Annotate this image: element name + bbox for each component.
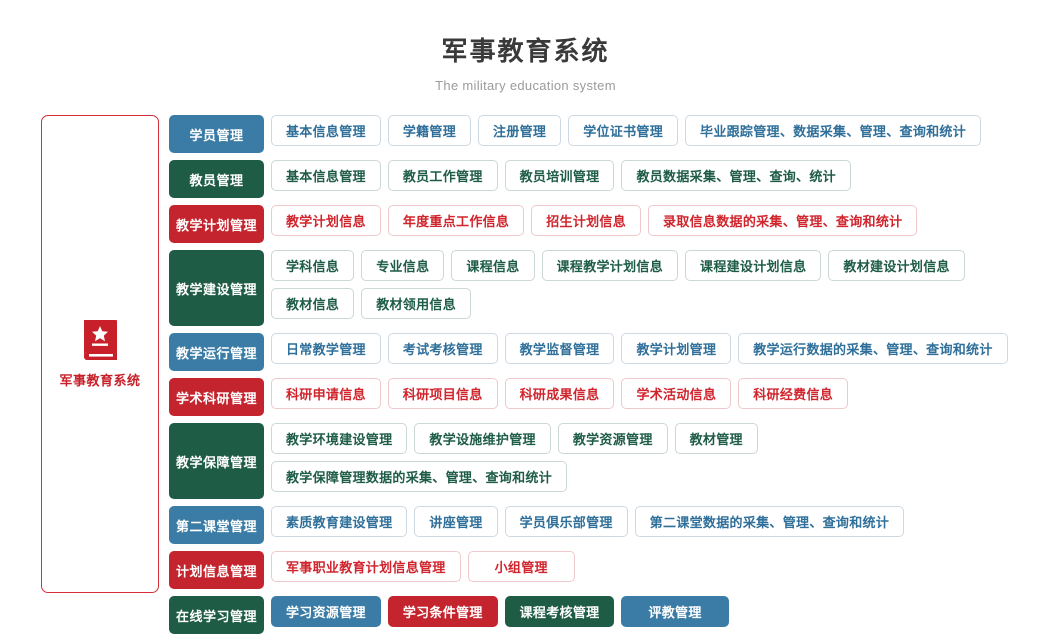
module-item-button[interactable]: 注册管理	[478, 115, 562, 147]
module-item-button[interactable]: 学位证书管理	[568, 115, 679, 147]
module-row: 教学计划管理教学计划信息年度重点工作信息招生计划信息录取信息数据的采集、管理、查…	[169, 205, 1051, 244]
module-item-button[interactable]: 教材领用信息	[361, 288, 472, 320]
row-items: 科研申请信息科研项目信息科研成果信息学术活动信息科研经费信息	[271, 378, 1051, 416]
row-items: 学科信息专业信息课程信息课程教学计划信息课程建设计划信息教材建设计划信息教材信息…	[271, 250, 1051, 326]
module-item-button[interactable]: 教员培训管理	[504, 160, 615, 192]
page-header: 军事教育系统 The military education system	[0, 0, 1051, 93]
module-row: 学员管理基本信息管理学籍管理注册管理学位证书管理毕业跟踪管理、数据采集、管理、查…	[169, 115, 1051, 154]
module-row: 教员管理基本信息管理教员工作管理教员培训管理教员数据采集、管理、查询、统计	[169, 160, 1051, 199]
module-item-button[interactable]: 录取信息数据的采集、管理、查询和统计	[648, 205, 918, 237]
module-item-button[interactable]: 学习条件管理	[387, 596, 498, 628]
module-item-button[interactable]: 教学监督管理	[504, 333, 615, 365]
row-label-button[interactable]: 学员管理	[169, 115, 264, 154]
module-rows: 学员管理基本信息管理学籍管理注册管理学位证书管理毕业跟踪管理、数据采集、管理、查…	[169, 115, 1051, 641]
content-area: 军事教育系统 学员管理基本信息管理学籍管理注册管理学位证书管理毕业跟踪管理、数据…	[0, 93, 1051, 641]
page-title: 军事教育系统	[441, 36, 610, 66]
book-star-icon	[80, 319, 120, 361]
module-item-button[interactable]: 教学保障管理数据的采集、管理、查询和统计	[271, 461, 568, 493]
sidebar-inner: 军事教育系统	[59, 319, 140, 389]
row-label-button[interactable]: 教员管理	[169, 160, 264, 199]
module-item-button[interactable]: 招生计划信息	[531, 205, 642, 237]
module-item-button[interactable]: 小组管理	[467, 551, 575, 583]
module-row: 第二课堂管理素质教育建设管理讲座管理学员俱乐部管理第二课堂数据的采集、管理、查询…	[169, 506, 1051, 545]
sidebar-system-card[interactable]: 军事教育系统	[41, 115, 159, 594]
module-item-button[interactable]: 基本信息管理	[271, 160, 381, 192]
module-item-button[interactable]: 教学运行数据的采集、管理、查询和统计	[738, 333, 1008, 365]
module-item-button[interactable]: 科研申请信息	[271, 378, 381, 410]
row-items: 基本信息管理学籍管理注册管理学位证书管理毕业跟踪管理、数据采集、管理、查询和统计	[271, 115, 1051, 153]
module-item-button[interactable]: 评教管理	[621, 596, 729, 628]
row-label-button[interactable]: 学术科研管理	[169, 378, 264, 417]
row-items: 军事职业教育计划信息管理小组管理	[271, 551, 1051, 589]
module-row: 在线学习管理学习资源管理学习条件管理课程考核管理评教管理	[169, 596, 1051, 635]
row-items: 学习资源管理学习条件管理课程考核管理评教管理	[271, 596, 1051, 634]
module-item-button[interactable]: 教员工作管理	[387, 160, 498, 192]
module-item-button[interactable]: 学籍管理	[387, 115, 472, 147]
module-item-button[interactable]: 学员俱乐部管理	[504, 506, 628, 538]
module-row: 学术科研管理科研申请信息科研项目信息科研成果信息学术活动信息科研经费信息	[169, 378, 1051, 417]
module-item-button[interactable]: 教学计划信息	[271, 205, 381, 237]
module-row: 教学建设管理学科信息专业信息课程信息课程教学计划信息课程建设计划信息教材建设计划…	[169, 250, 1051, 327]
module-item-button[interactable]: 科研经费信息	[738, 378, 849, 410]
module-item-button[interactable]: 专业信息	[361, 250, 445, 282]
module-item-button[interactable]: 课程教学计划信息	[541, 250, 679, 282]
module-item-button[interactable]: 教员数据采集、管理、查询、统计	[621, 160, 851, 192]
row-label-button[interactable]: 计划信息管理	[169, 551, 264, 590]
module-item-button[interactable]: 教学环境建设管理	[271, 423, 408, 455]
row-label-button[interactable]: 在线学习管理	[169, 596, 264, 635]
module-item-button[interactable]: 第二课堂数据的采集、管理、查询和统计	[634, 506, 905, 538]
module-item-button[interactable]: 素质教育建设管理	[271, 506, 408, 538]
module-item-button[interactable]: 基本信息管理	[271, 115, 381, 147]
module-item-button[interactable]: 日常教学管理	[271, 333, 381, 365]
module-item-button[interactable]: 教学设施维护管理	[414, 423, 551, 455]
row-label-button[interactable]: 第二课堂管理	[169, 506, 264, 545]
module-item-button[interactable]: 课程信息	[451, 250, 535, 282]
row-items: 教学环境建设管理教学设施维护管理教学资源管理教材管理教学保障管理数据的采集、管理…	[271, 423, 1051, 499]
module-row: 教学保障管理教学环境建设管理教学设施维护管理教学资源管理教材管理教学保障管理数据…	[169, 423, 1051, 500]
module-item-button[interactable]: 教材管理	[674, 423, 758, 455]
module-item-button[interactable]: 军事职业教育计划信息管理	[271, 551, 461, 583]
module-item-button[interactable]: 科研成果信息	[504, 378, 615, 410]
module-item-button[interactable]: 教材信息	[271, 288, 355, 320]
module-item-button[interactable]: 学术活动信息	[621, 378, 732, 410]
module-item-button[interactable]: 课程建设计划信息	[685, 250, 822, 282]
row-items: 教学计划信息年度重点工作信息招生计划信息录取信息数据的采集、管理、查询和统计	[271, 205, 1051, 243]
module-item-button[interactable]: 学习资源管理	[271, 596, 381, 628]
row-label-button[interactable]: 教学保障管理	[169, 423, 264, 500]
module-item-button[interactable]: 课程考核管理	[504, 596, 615, 628]
module-row: 教学运行管理日常教学管理考试考核管理教学监督管理教学计划管理教学运行数据的采集、…	[169, 333, 1051, 372]
module-item-button[interactable]: 考试考核管理	[387, 333, 498, 365]
module-item-button[interactable]: 教材建设计划信息	[828, 250, 965, 282]
row-items: 素质教育建设管理讲座管理学员俱乐部管理第二课堂数据的采集、管理、查询和统计	[271, 506, 1051, 544]
module-item-button[interactable]: 教学计划管理	[621, 333, 732, 365]
module-item-button[interactable]: 学科信息	[271, 250, 355, 282]
row-items: 日常教学管理考试考核管理教学监督管理教学计划管理教学运行数据的采集、管理、查询和…	[271, 333, 1051, 371]
module-item-button[interactable]: 科研项目信息	[387, 378, 498, 410]
sidebar-label: 军事教育系统	[59, 373, 141, 389]
module-row: 计划信息管理军事职业教育计划信息管理小组管理	[169, 551, 1051, 590]
module-item-button[interactable]: 讲座管理	[414, 506, 498, 538]
row-label-button[interactable]: 教学运行管理	[169, 333, 264, 372]
row-items: 基本信息管理教员工作管理教员培训管理教员数据采集、管理、查询、统计	[271, 160, 1051, 198]
row-label-button[interactable]: 教学建设管理	[169, 250, 264, 327]
module-item-button[interactable]: 年度重点工作信息	[387, 205, 525, 237]
row-label-button[interactable]: 教学计划管理	[169, 205, 264, 244]
module-item-button[interactable]: 教学资源管理	[557, 423, 668, 455]
page-subtitle: The military education system	[435, 78, 616, 94]
module-item-button[interactable]: 毕业跟踪管理、数据采集、管理、查询和统计	[685, 115, 982, 147]
